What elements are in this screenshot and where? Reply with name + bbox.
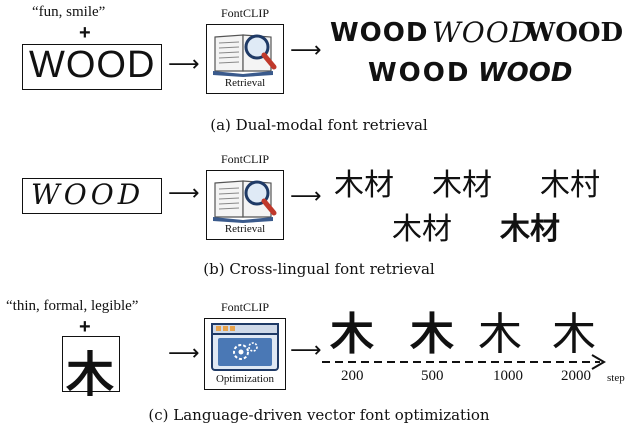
tool-label-a: Retrieval: [224, 77, 266, 89]
input-box-c: 木: [62, 336, 120, 403]
arrow-in-b: ⟶: [168, 181, 200, 206]
module-title-c: FontCLIP: [220, 300, 269, 314]
output-font-a2: WOOD: [432, 16, 534, 49]
arrow-out-b: ⟶: [290, 184, 322, 209]
plus-sign-a: +: [79, 22, 91, 44]
input-word-b: WOOD: [31, 178, 145, 211]
plus-sign-c: +: [79, 316, 91, 338]
caption-b: (b) Cross-lingual font retrieval: [203, 260, 435, 278]
output-font-a3: WOOD: [526, 18, 624, 48]
input-box-a: WOOD: [22, 44, 162, 90]
caption-c: (c) Language-driven vector font optimiza…: [148, 406, 490, 424]
module-title-a: FontCLIP: [220, 6, 269, 20]
optimized-glyph-1000: 木: [478, 309, 522, 360]
input-box-b: WOOD: [22, 178, 162, 214]
output-font-b3: 木村: [540, 168, 600, 203]
tool-label-b: Retrieval: [224, 223, 266, 235]
retrieval-module-a: Retrieval: [206, 24, 284, 94]
output-font-b2: 木材: [432, 168, 492, 203]
optimized-glyph-200: 木: [330, 309, 374, 360]
step-label-1000: 1000: [493, 368, 523, 384]
step-label-500: 500: [421, 368, 444, 384]
query-text-c: “thin, formal, legible”: [6, 298, 139, 314]
caption-a: (a) Dual-modal font retrieval: [210, 116, 428, 134]
retrieval-module-b: Retrieval: [206, 170, 284, 240]
book-magnifier-icon: [213, 180, 277, 223]
output-font-a5: WOOD: [478, 58, 573, 88]
step-label-2000: 2000: [561, 368, 591, 384]
output-font-a4: WOOD: [368, 58, 471, 88]
arrow-out-a: ⟶: [290, 38, 322, 63]
settings-window-icon: [211, 323, 279, 371]
input-word-a: WOOD: [29, 44, 156, 86]
module-title-b: FontCLIP: [220, 152, 269, 166]
output-font-a1: WOOD: [330, 18, 429, 48]
optimization-module-c: Optimization: [204, 318, 286, 390]
output-font-b5: 木材: [500, 212, 560, 247]
step-label-200: 200: [341, 368, 364, 384]
book-magnifier-icon: [213, 34, 277, 77]
arrow-in-a: ⟶: [168, 52, 200, 77]
output-font-b4: 木材: [392, 212, 452, 247]
tool-label-c: Optimization: [215, 373, 275, 385]
arrow-out-c: ⟶: [290, 338, 322, 363]
optimized-glyph-500: 木: [410, 309, 454, 360]
input-glyph-c: 木: [66, 347, 115, 403]
output-font-b1: 木材: [334, 168, 394, 203]
step-axis-label: step: [607, 372, 625, 384]
query-text-a: “fun, smile”: [32, 4, 106, 20]
step-axis-arrow: [322, 354, 606, 370]
arrow-in-c: ⟶: [168, 341, 200, 366]
optimized-glyph-2000: 木: [552, 309, 596, 360]
